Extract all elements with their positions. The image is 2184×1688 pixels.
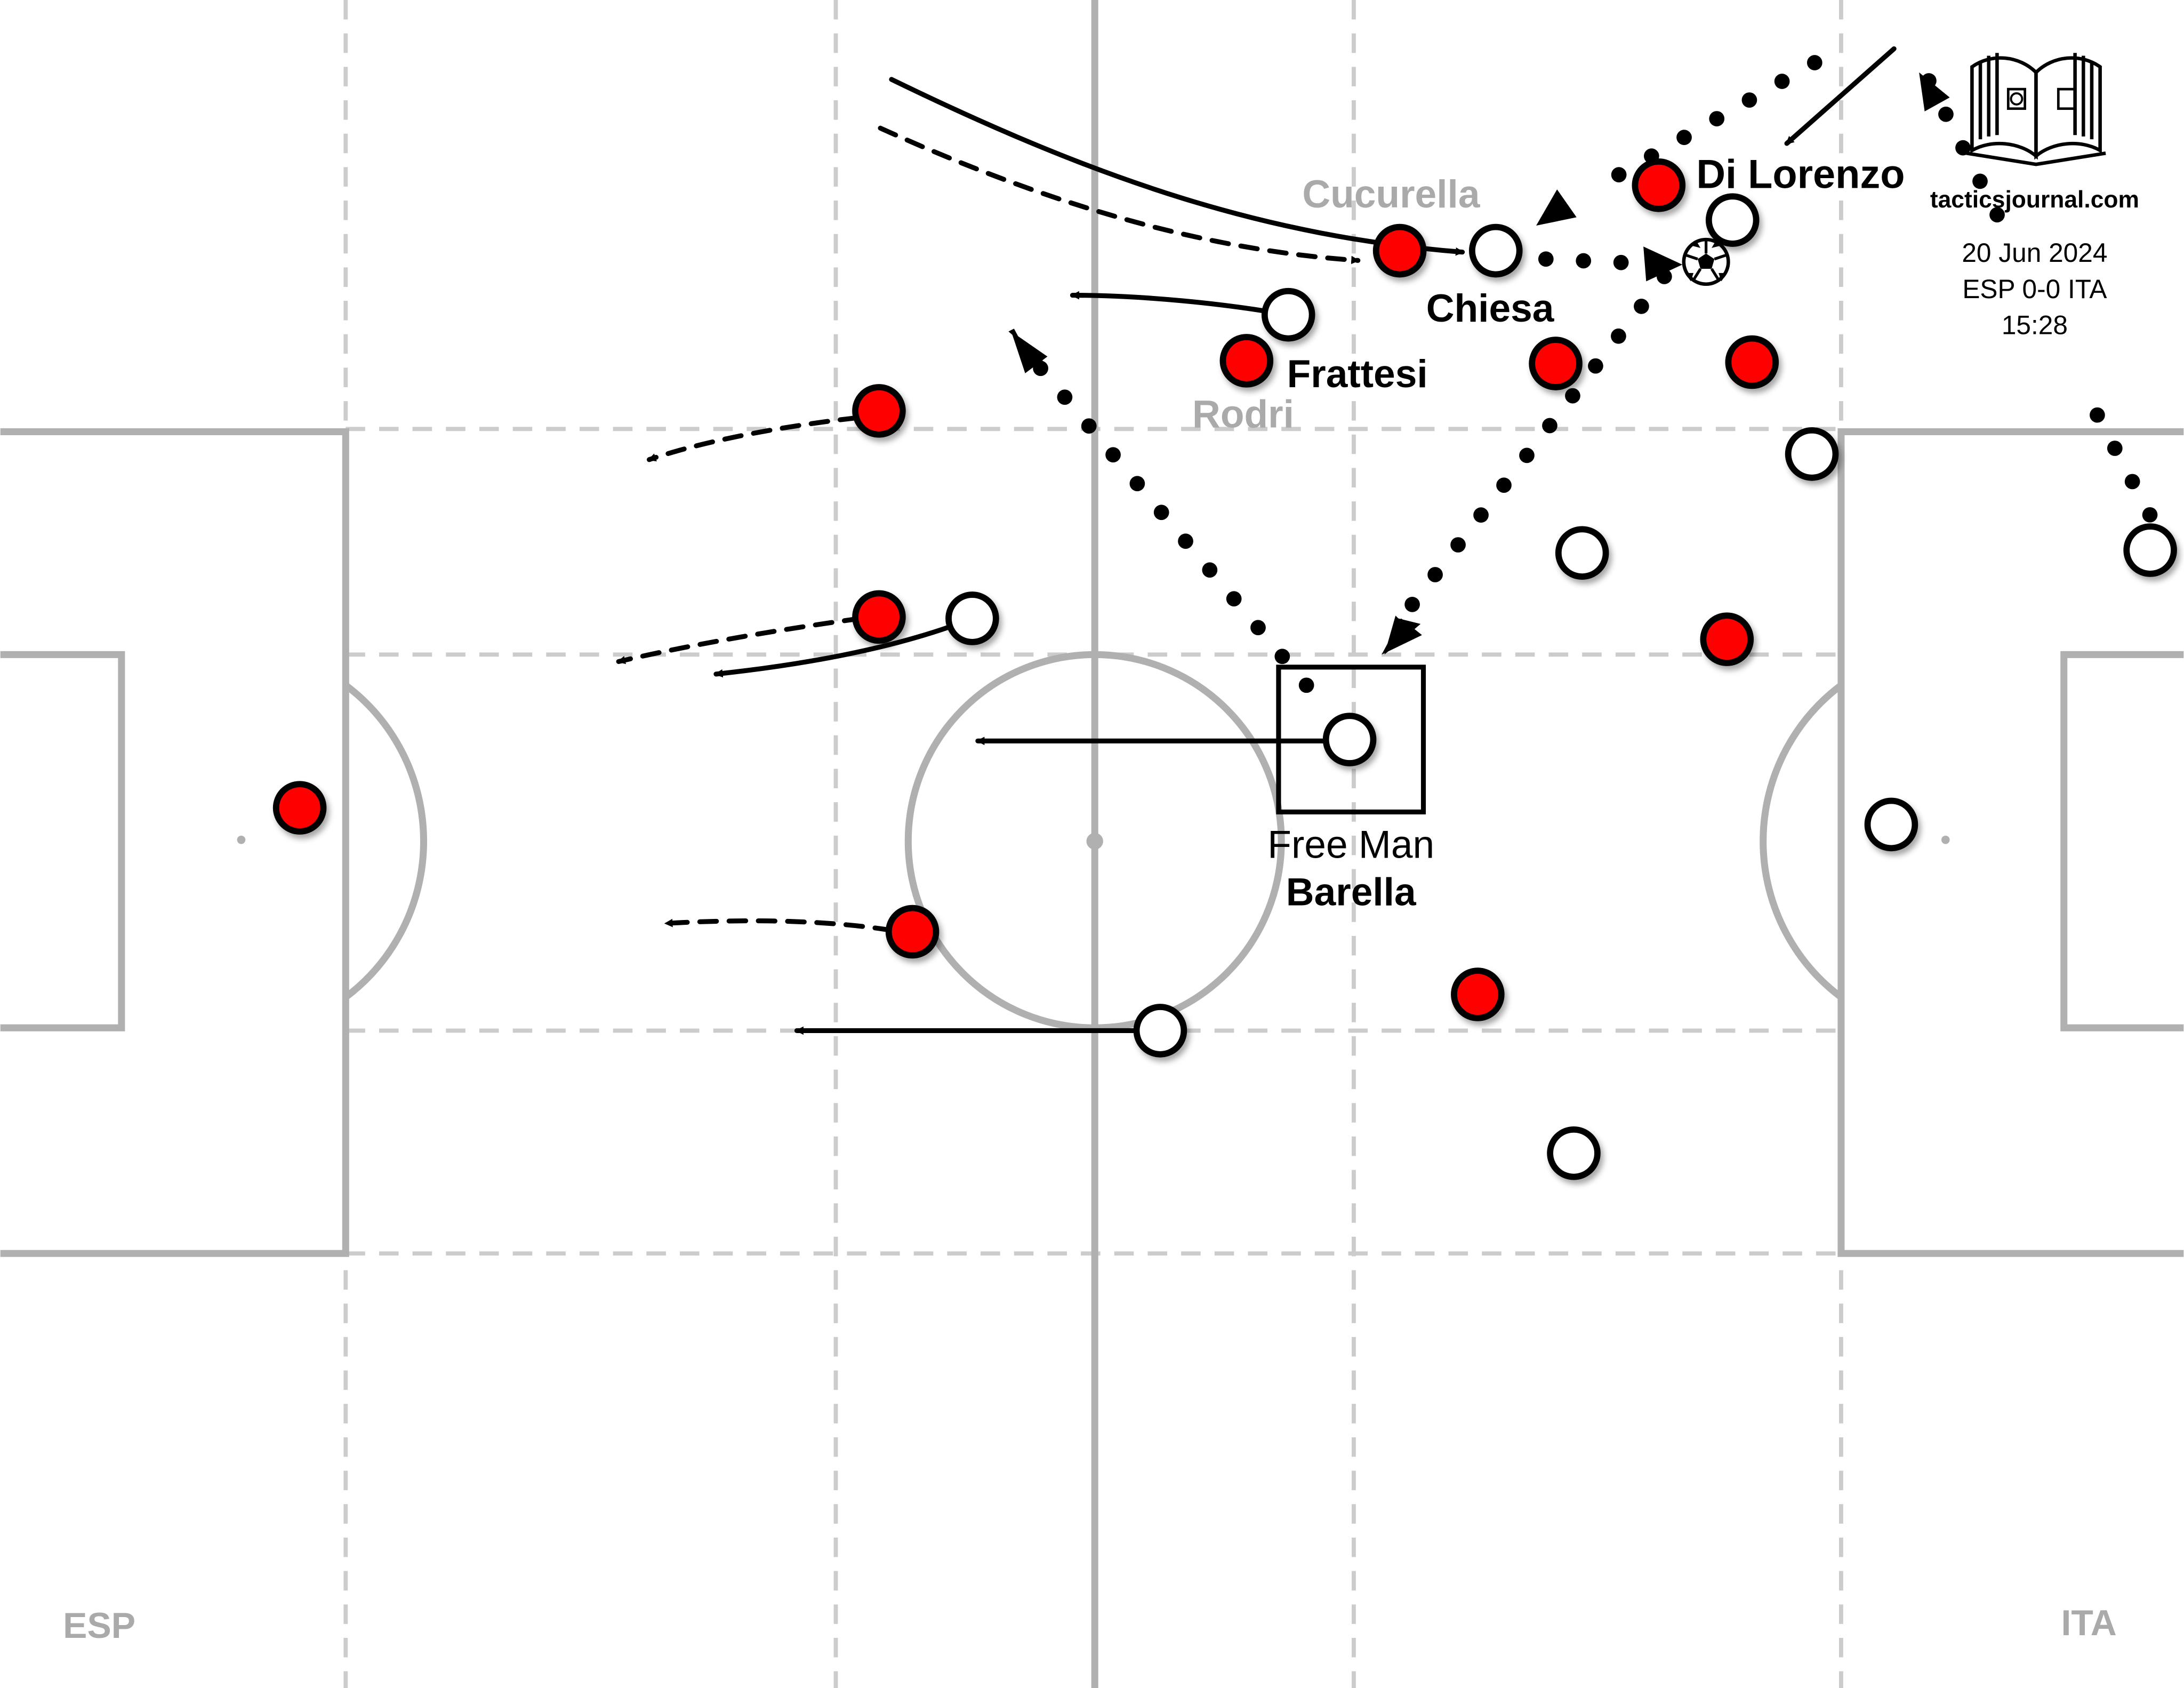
player-red (1451, 967, 1505, 1021)
player-white (1469, 223, 1523, 278)
player-white (1261, 287, 1315, 342)
left-penalty-box (0, 428, 349, 1257)
right-penalty-box (1837, 428, 2184, 1257)
run-dashed-wing (647, 415, 860, 462)
player-white (1705, 193, 1760, 247)
home-players (272, 158, 1779, 1021)
player-white (1547, 1126, 1601, 1180)
label-free-man: Free Man (1267, 823, 1434, 867)
player-red (1219, 334, 1274, 388)
label-di-lorenzo: Di Lorenzo (1696, 152, 1905, 197)
open-book-icon (1966, 53, 2106, 166)
centre-spot (1086, 833, 1103, 850)
brand-date: 20 Jun 2024 (1962, 238, 2107, 268)
away-players (945, 193, 2177, 1180)
brand-time: 15:28 (2002, 310, 2068, 340)
label-rodri: Rodri (1192, 393, 1294, 436)
player-red (1725, 335, 1779, 389)
brand-site: tacticsjournal.com (1930, 187, 2139, 213)
left-penalty-spot (237, 835, 246, 844)
free-man-box (1276, 665, 1426, 815)
team-label-right: ITA (2061, 1603, 2117, 1643)
player-white (1555, 526, 1609, 580)
left-penalty-arc (343, 682, 427, 1000)
pass-lines (1030, 55, 2159, 693)
player-white (1785, 427, 1839, 481)
player-red (852, 590, 906, 644)
player-white (2123, 523, 2177, 577)
player-red (885, 905, 940, 959)
run-dashed-top (878, 125, 1361, 265)
player-red (1529, 337, 1583, 390)
label-frattesi: Frattesi (1287, 353, 1428, 396)
player-red (852, 384, 906, 438)
pass-arrowheads (1008, 72, 1950, 655)
player-white (1322, 713, 1377, 766)
right-six-yard-box (2060, 651, 2184, 1031)
brand-score: ESP 0-0 ITA (1962, 274, 2107, 304)
run-solid-winger (713, 624, 953, 678)
player-red (1372, 223, 1427, 278)
football-icon (1682, 237, 1730, 286)
player-red (1632, 158, 1686, 212)
run-solid-frattesi (1070, 291, 1290, 317)
team-label-left: ESP (63, 1606, 135, 1646)
movement-arrows (616, 46, 1897, 1035)
player-red (1700, 612, 1754, 666)
left-six-yard-box (0, 651, 125, 1031)
label-cucurella: Cucurella (1302, 173, 1481, 216)
run-dashed-fullback (616, 615, 864, 665)
player-white (945, 591, 999, 645)
label-barella: Barella (1286, 870, 1417, 914)
right-penalty-spot (1941, 835, 1950, 844)
centre-circle (904, 651, 1285, 1031)
label-chiesa: Chiesa (1426, 287, 1555, 330)
player-red (272, 781, 327, 835)
player-white (1864, 797, 1918, 852)
run-dashed-mid (663, 918, 894, 933)
right-penalty-arc (1760, 682, 1843, 1000)
run-solid-cucurella (889, 77, 1465, 256)
run-solid-di-lorenzo (1784, 46, 1897, 146)
player-white (1133, 1004, 1187, 1058)
